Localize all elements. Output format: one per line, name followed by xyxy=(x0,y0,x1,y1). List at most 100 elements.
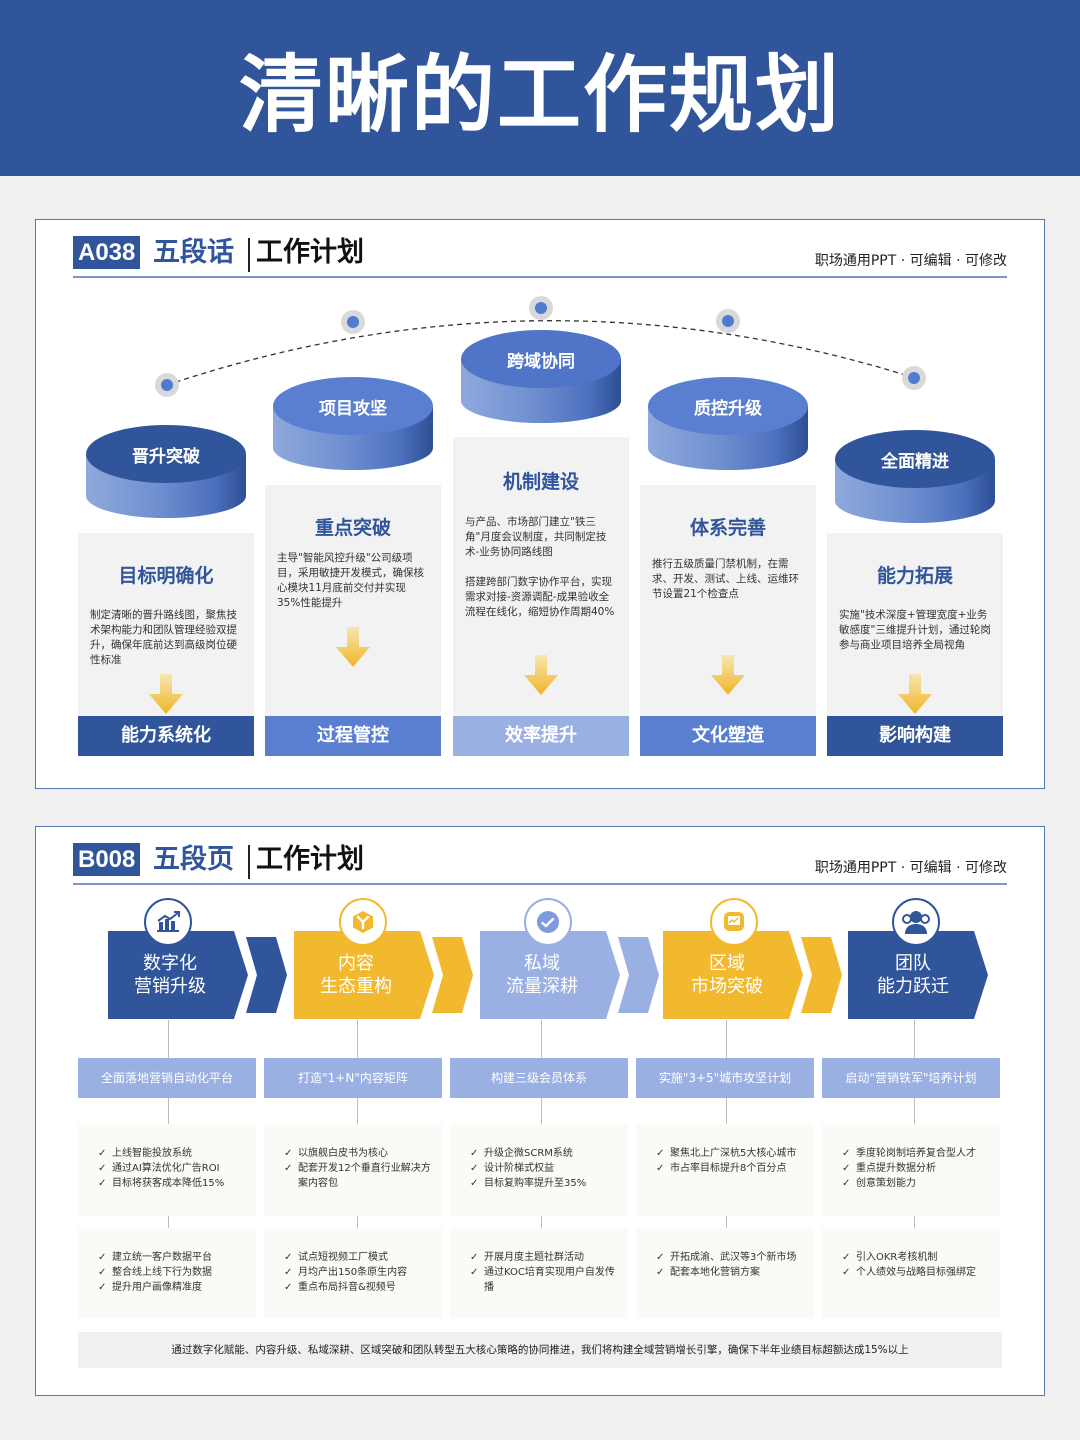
action-item: 开展月度主题社群活动 xyxy=(470,1250,620,1265)
connector-line xyxy=(541,1216,542,1228)
step-cylinder-3: 跨域协同 xyxy=(461,330,621,425)
screen-chart-icon xyxy=(710,898,758,946)
step-title: 能力拓展 xyxy=(876,565,953,587)
stage-initiative: 实施"3+5"城市攻坚计划 xyxy=(636,1058,814,1098)
panel-title: 工作计划 xyxy=(256,237,364,268)
connector-line xyxy=(357,1098,358,1124)
step-description: 主导"智能风控升级"公司级项目，采用敏捷开发模式，确保核心模块11月底前交付并实… xyxy=(277,552,424,609)
stage-label: 数字化 营销升级 xyxy=(134,953,206,997)
stage-initiative: 构建三级会员体系 xyxy=(450,1058,628,1098)
action-item: 重点提升数据分析 xyxy=(842,1161,992,1176)
timeline-node xyxy=(529,296,553,320)
step-cylinder-4: 质控升级 xyxy=(648,377,808,472)
stage-initiative: 打造"1+N"内容矩阵 xyxy=(264,1058,442,1098)
connector-line xyxy=(357,1020,358,1058)
action-item: 设计阶梯式权益 xyxy=(470,1161,620,1176)
page-title: 清晰的工作规划 xyxy=(238,45,841,144)
action-item: 目标将获客成本降低15% xyxy=(98,1176,248,1191)
cylinder-label: 项目攻坚 xyxy=(273,377,433,435)
action-item: 引入OKR考核机制 xyxy=(842,1250,992,1265)
timeline-node xyxy=(341,310,365,334)
step-outcome: 效率提升 xyxy=(453,716,629,756)
cylinder-label: 全面精进 xyxy=(835,430,995,488)
panel-header: B008 五段页 工作计划 职场通用PPT · 可编辑 · 可修改 xyxy=(73,843,1007,885)
stage-initiative: 全面落地营销自动化平台 xyxy=(78,1058,256,1098)
action-item: 目标复购率提升至35% xyxy=(470,1176,620,1191)
step-title: 目标明确化 xyxy=(118,565,214,587)
step-outcome: 过程管控 xyxy=(265,716,441,756)
page-banner: 清晰的工作规划 xyxy=(0,0,1080,176)
step-title: 机制建设 xyxy=(502,471,579,493)
action-list: 升级企微SCRM系统设计阶梯式权益目标复购率提升至35% xyxy=(450,1124,628,1216)
action-item: 通过AI算法优化广告ROI xyxy=(98,1161,248,1176)
panel-b008: B008 五段页 工作计划 职场通用PPT · 可编辑 · 可修改 数字化 营销… xyxy=(35,826,1045,1396)
step-card-1: 目标明确化 制定清晰的晋升路线图，聚焦技术架构能力和团队管理经验双提升，确保年底… xyxy=(78,533,254,756)
panel-header: A038 五段话 工作计划 职场通用PPT · 可编辑 · 可修改 xyxy=(73,236,1007,278)
action-item: 上线智能投放系统 xyxy=(98,1146,248,1161)
action-list: 建立统一客户数据平台整合线上线下行为数据提升用户画像精准度 xyxy=(78,1228,256,1318)
header-note: 职场通用PPT · 可编辑 · 可修改 xyxy=(814,253,1007,269)
step-description: 推行五级质量门禁机制，在需求、开发、测试、上线、运维环节设置21个检查点 xyxy=(652,558,799,600)
template-kind: 五段页 xyxy=(153,844,234,875)
action-item: 季度轮岗制培养复合型人才 xyxy=(842,1146,992,1161)
action-item: 升级企微SCRM系统 xyxy=(470,1146,620,1161)
header-divider xyxy=(248,845,250,879)
check-badge-icon xyxy=(524,898,572,946)
connector-line xyxy=(357,1216,358,1228)
step-cylinder-5: 全面精进 xyxy=(835,430,995,525)
action-item: 月均产出150条原生内容 xyxy=(284,1265,434,1280)
down-arrow-icon xyxy=(898,674,932,714)
chart-growth-icon xyxy=(144,898,192,946)
action-item: 重点布局抖音&视频号 xyxy=(284,1280,434,1295)
step-cylinder-1: 晋升突破 xyxy=(86,425,246,520)
header-divider xyxy=(248,238,250,272)
summary-bar: 通过数字化赋能、内容升级、私域深耕、区域突破和团队转型五大核心策略的协同推进，我… xyxy=(78,1332,1002,1368)
action-item: 开拓成渝、武汉等3个新市场 xyxy=(656,1250,806,1265)
step-description: 实施"技术深度+管理宽度+业务敏感度"三维提升计划，通过轮岗参与商业项目培养全局… xyxy=(839,609,991,651)
template-code: B008 xyxy=(73,843,141,876)
action-item: 以旗舰白皮书为核心 xyxy=(284,1146,434,1161)
action-list: 上线智能投放系统通过AI算法优化广告ROI目标将获客成本降低15% xyxy=(78,1124,256,1216)
down-arrow-icon xyxy=(711,655,745,695)
template-code: A038 xyxy=(73,236,141,269)
stage-label: 内容 生态重构 xyxy=(320,953,392,997)
cube-icon xyxy=(339,898,387,946)
action-list: 以旗舰白皮书为核心配套开发12个垂直行业解决方案内容包 xyxy=(264,1124,442,1216)
header-note: 职场通用PPT · 可编辑 · 可修改 xyxy=(814,860,1007,876)
action-list: 季度轮岗制培养复合型人才重点提升数据分析创意策划能力 xyxy=(822,1124,1000,1216)
action-list: 引入OKR考核机制个人绩效与战略目标强绑定 xyxy=(822,1228,1000,1318)
action-item: 市占率目标提升8个百分点 xyxy=(656,1161,806,1176)
stage-label: 团队 能力跃迁 xyxy=(877,953,949,997)
chevron-flow xyxy=(108,931,988,1019)
connector-line xyxy=(914,1098,915,1124)
step-outcome: 能力系统化 xyxy=(78,716,254,756)
down-arrow-icon xyxy=(336,627,370,667)
timeline-node xyxy=(902,366,926,390)
action-list: 开拓成渝、武汉等3个新市场配套本地化营销方案 xyxy=(636,1228,814,1318)
step-title: 体系完善 xyxy=(689,517,766,539)
connector-line xyxy=(726,1020,727,1058)
connector-line xyxy=(726,1098,727,1124)
action-item: 个人绩效与战略目标强绑定 xyxy=(842,1265,992,1280)
action-item: 配套本地化营销方案 xyxy=(656,1265,806,1280)
action-list: 聚焦北上广深杭5大核心城市市占率目标提升8个百分点 xyxy=(636,1124,814,1216)
cylinder-label: 质控升级 xyxy=(648,377,808,435)
timeline-node xyxy=(716,309,740,333)
action-item: 聚焦北上广深杭5大核心城市 xyxy=(656,1146,806,1161)
timeline-node xyxy=(155,373,179,397)
cylinder-label: 跨域协同 xyxy=(461,330,621,388)
connector-line xyxy=(168,1098,169,1124)
action-item: 配套开发12个垂直行业解决方案内容包 xyxy=(284,1161,434,1191)
connector-line xyxy=(541,1098,542,1124)
step-card-3: 机制建设 与产品、市场部门建立"铁三角"月度会议制度，共同制定技术-业务协同路线… xyxy=(453,437,629,756)
step-description: 与产品、市场部门建立"铁三角"月度会议制度，共同制定技术-业务协同路线图 搭建跨… xyxy=(465,516,615,618)
connector-line xyxy=(914,1216,915,1228)
connector-line xyxy=(914,1020,915,1058)
action-item: 提升用户画像精准度 xyxy=(98,1280,248,1295)
panel-title: 工作计划 xyxy=(256,844,364,875)
action-item: 整合线上线下行为数据 xyxy=(98,1265,248,1280)
stage-label: 私域 流量深耕 xyxy=(506,953,578,997)
step-outcome: 文化塑造 xyxy=(640,716,816,756)
team-icon xyxy=(892,898,940,946)
step-description: 制定清晰的晋升路线图，聚焦技术架构能力和团队管理经验双提升，确保年底前达到高级岗… xyxy=(90,609,237,666)
